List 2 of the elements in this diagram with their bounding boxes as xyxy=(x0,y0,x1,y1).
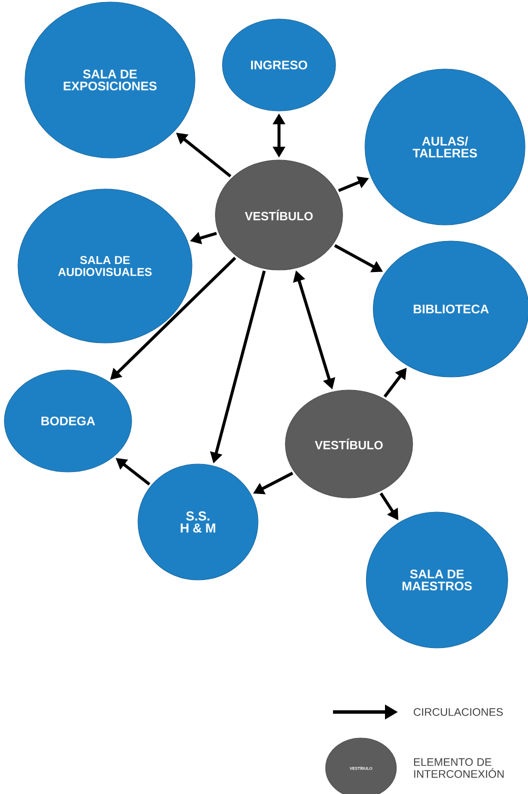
legend-label: CIRCULACIONES xyxy=(414,708,503,716)
legend-label: ELEMENTO DE INTERCONEXIÓN xyxy=(414,758,504,778)
